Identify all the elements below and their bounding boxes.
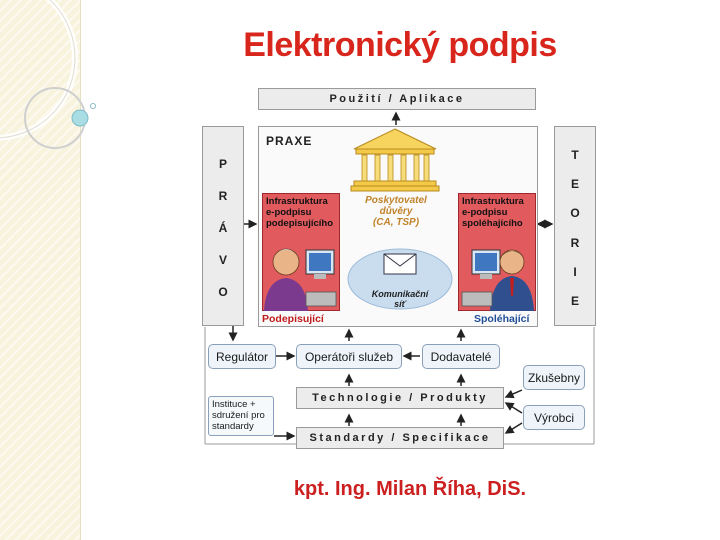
pravo-letter: P — [218, 157, 227, 171]
teorie-letter: O — [570, 206, 580, 221]
instituce-box: Instituce + sdružení pro standardy — [208, 396, 274, 436]
teorie-letter: I — [573, 264, 577, 279]
network-label: Komunikační síť — [371, 289, 429, 309]
operatori-sluzeb-box: Operátoři služeb — [296, 344, 402, 369]
pravo-letters: P R Á V O — [202, 148, 244, 308]
teorie-letter: E — [570, 294, 579, 309]
right-infra-label: Infrastruktura e-podpisu spoléhajícího — [462, 196, 524, 229]
relying-person-icon — [461, 249, 534, 311]
teorie-column — [554, 126, 596, 326]
pouziti-aplikace-bar: Použití / Aplikace — [258, 88, 536, 110]
spolehajici-label: Spoléhající — [474, 313, 530, 325]
temple-icon — [350, 128, 440, 192]
sidebar-divider — [80, 0, 81, 540]
teorie-letters: T E O R I E — [554, 140, 596, 316]
decorative-rings — [0, 0, 96, 149]
network-cloud-icon — [347, 248, 453, 310]
pravo-letter: O — [218, 285, 228, 299]
pravo-letter: R — [218, 189, 228, 203]
author-name: kpt. Ing. Milan Říha, DiS. — [293, 478, 527, 500]
left-infra-label: Infrastruktura e-podpisu podepisujícího — [266, 196, 334, 229]
technologie-produkty-bar: Technologie / Produkty — [296, 387, 504, 409]
praxe-label: PRAXE — [266, 134, 313, 148]
provider-label: Poskytovatel důvěry (CA, TSP) — [365, 195, 427, 228]
teorie-letter: R — [570, 235, 580, 250]
pravo-letter: Á — [218, 221, 228, 235]
standardy-specifikace-bar: Standardy / Specifikace — [296, 427, 504, 449]
vyrobci-box: Výrobci — [523, 405, 585, 430]
pravo-letter: V — [218, 253, 227, 267]
dodavatele-box: Dodavatelé — [422, 344, 500, 369]
podepisujici-label: Podepisující — [262, 313, 324, 325]
slide-title: Elektronický podpis — [243, 26, 557, 64]
teorie-letter: T — [571, 147, 579, 162]
pravo-column — [202, 126, 244, 326]
teorie-letter: E — [570, 176, 579, 191]
signer-person-icon — [264, 248, 337, 311]
zkusebny-box: Zkušebny — [523, 365, 585, 390]
regulator-box: Regulátor — [208, 344, 276, 369]
